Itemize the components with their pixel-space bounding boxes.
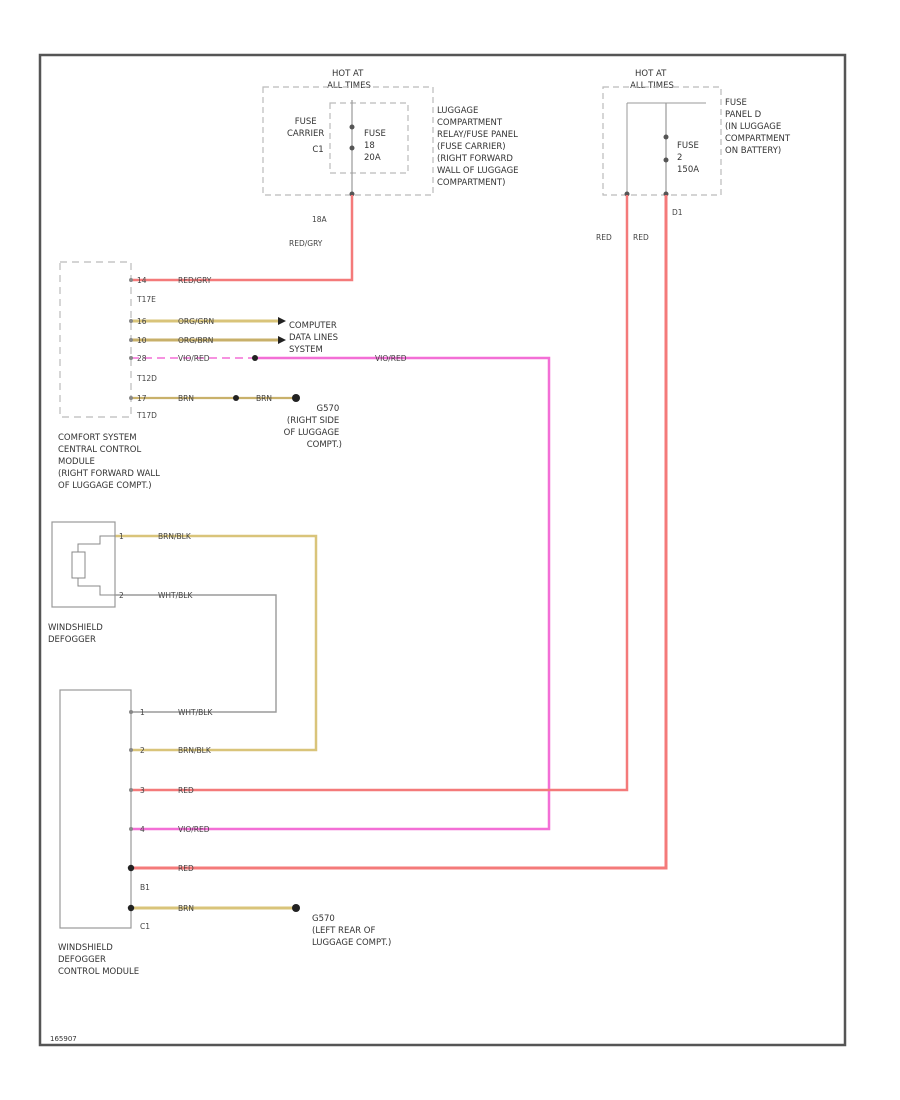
label-org-grn: ORG/GRN — [178, 317, 214, 326]
label-brn-blk: BRN/BLK — [158, 532, 192, 541]
label-org-brn: ORG/BRN — [178, 336, 213, 345]
module-tick-3 — [129, 788, 133, 792]
fuse-carrier-box — [262, 86, 434, 196]
comfort-pin-14: 14 — [137, 276, 147, 285]
module-b1-terminal — [127, 864, 135, 872]
fuse-right-wire-label-2: RED — [633, 233, 649, 242]
comfort-wire-details: RED/GRY ORG/GRN ORG/BRN VIO/RED VIO/RED … — [178, 276, 407, 450]
splice-brn — [233, 395, 239, 401]
pin-ticks — [129, 278, 133, 831]
ground-g570-right-terminal — [292, 394, 300, 402]
defogger-pin-2: 2 — [119, 591, 124, 600]
fuse-right-hot-at: HOT AT ALL TIMES — [630, 69, 674, 91]
fuse-left-wire-label: RED/GRY — [289, 239, 323, 248]
wires — [115, 195, 668, 910]
fuse-18-label: FUSE 18 20A — [364, 129, 389, 163]
fuse-left-pin: 18A — [312, 215, 328, 224]
wire-vio-red — [131, 356, 551, 831]
diagram-frame — [38, 53, 847, 1047]
ground-g570-right-label: G570 (RIGHT SIDE OF LUGGAGE COMPT.) — [284, 404, 342, 450]
fuse-right: HOT AT ALL TIMES FUSE 2 150A FUSE PANEL … — [596, 69, 793, 242]
label-brn-blk-2: BRN/BLK — [178, 746, 212, 755]
module-pin-b1: B1 — [140, 883, 150, 892]
comfort-pin-28: 28 — [137, 354, 147, 363]
ground-g570-left-terminal — [292, 904, 300, 912]
wire-brn-blk — [115, 534, 318, 752]
diagram-id: 165907 — [50, 1035, 77, 1043]
label-red-4: RED — [178, 864, 194, 873]
ground-g570-left-label: G570 (LEFT REAR OF LUGGAGE COMPT.) — [312, 914, 391, 948]
module-tick-4 — [129, 827, 133, 831]
label-wht-blk: WHT/BLK — [158, 591, 193, 600]
arrow-data-line-1 — [278, 317, 286, 325]
fuse-panel-d-box — [602, 86, 722, 196]
comfort-system-module: 14 T17E 16 10 28 T12D 17 T17D COMFORT SY… — [58, 261, 163, 491]
wire-red-gry — [131, 195, 354, 282]
comfort-connector-2: T12D — [136, 374, 157, 383]
fuse-18-terminal-bottom — [349, 145, 355, 151]
comfort-pin-16: 16 — [137, 317, 147, 326]
label-wht-blk-2: WHT/BLK — [178, 708, 213, 717]
comfort-tick-28 — [129, 356, 133, 360]
label-brn-2: BRN — [256, 394, 272, 403]
fuse-right-wire-label-1: RED — [596, 233, 612, 242]
defogger-element-leads-2 — [77, 578, 115, 596]
splice-vio-red — [252, 355, 258, 361]
comfort-pin-17: 17 — [137, 394, 147, 403]
fuse-left-location: LUGGAGE COMPARTMENT RELAY/FUSE PANEL (FU… — [437, 106, 521, 188]
fuse-left-hot-at: HOT AT ALL TIMES — [327, 69, 371, 91]
module-c1-terminal — [127, 904, 135, 912]
wire-red-b1 — [131, 195, 668, 870]
label-vio-red: VIO/RED — [178, 354, 210, 363]
defogger-box — [51, 521, 116, 608]
fuse-2-terminal-top — [663, 134, 669, 140]
comfort-tick-17 — [129, 396, 133, 400]
defogger-name: WINDSHIELD DEFOGGER — [48, 623, 105, 645]
defogger-control-module: 1 2 3 4 B1 C1 WHT/BLK BRN/BLK RED VIO/RE… — [58, 689, 391, 977]
module-pin-4: 4 — [140, 825, 145, 834]
defogger-pin-1: 1 — [119, 532, 124, 541]
module-pin-1: 1 — [140, 708, 145, 717]
label-brn-1: BRN — [178, 394, 194, 403]
label-red-3: RED — [178, 786, 194, 795]
defogger-element-leads — [77, 535, 115, 552]
defogger-module-name: WINDSHIELD DEFOGGER CONTROL MODULE — [58, 943, 139, 977]
fuse-18-box — [329, 102, 409, 174]
comfort-pin-10: 10 — [137, 336, 147, 345]
comfort-tick-10 — [129, 338, 133, 342]
fuse-left: HOT AT ALL TIMES FUSE CARRIER C1 FUSE 18… — [262, 69, 521, 248]
fuse-2-label: FUSE 2 150A — [677, 141, 702, 175]
comfort-connector-1: T17E — [136, 295, 156, 304]
comfort-module-name: COMFORT SYSTEM CENTRAL CONTROL MODULE (R… — [58, 433, 163, 491]
arrow-data-line-2 — [278, 336, 286, 344]
module-tick-1 — [129, 710, 133, 714]
comfort-connector-3: T17D — [136, 411, 157, 420]
comfort-module-box — [59, 261, 132, 418]
comfort-tick-16 — [129, 319, 133, 323]
fuse-18-terminal-top — [349, 124, 355, 130]
wire-red-pin3 — [131, 195, 629, 792]
fuse-2-terminal-bottom — [663, 157, 669, 163]
fuse-right-pin: D1 — [672, 208, 683, 217]
comfort-tick-14 — [129, 278, 133, 282]
windshield-defogger: 1 2 BRN/BLK WHT/BLK WINDSHIELD DEFOGGER — [48, 521, 193, 645]
label-vio-red-right: VIO/RED — [375, 354, 407, 363]
module-tick-2 — [129, 748, 133, 752]
label-red-gry: RED/GRY — [178, 276, 212, 285]
label-vio-red-2: VIO/RED — [178, 825, 210, 834]
fuse-right-location: FUSE PANEL D (IN LUGGAGE COMPARTMENT ON … — [725, 98, 793, 156]
defogger-heating-element — [71, 551, 86, 579]
label-brn-3: BRN — [178, 904, 194, 913]
wire-wht-blk — [115, 594, 277, 713]
module-pin-3: 3 — [140, 786, 145, 795]
module-pin-c1: C1 — [140, 922, 150, 931]
fuse-carrier-label: FUSE CARRIER C1 — [287, 117, 327, 155]
data-lines-label: COMPUTER DATA LINES SYSTEM — [289, 321, 341, 355]
defogger-module-box — [59, 689, 132, 929]
module-pin-2: 2 — [140, 746, 145, 755]
